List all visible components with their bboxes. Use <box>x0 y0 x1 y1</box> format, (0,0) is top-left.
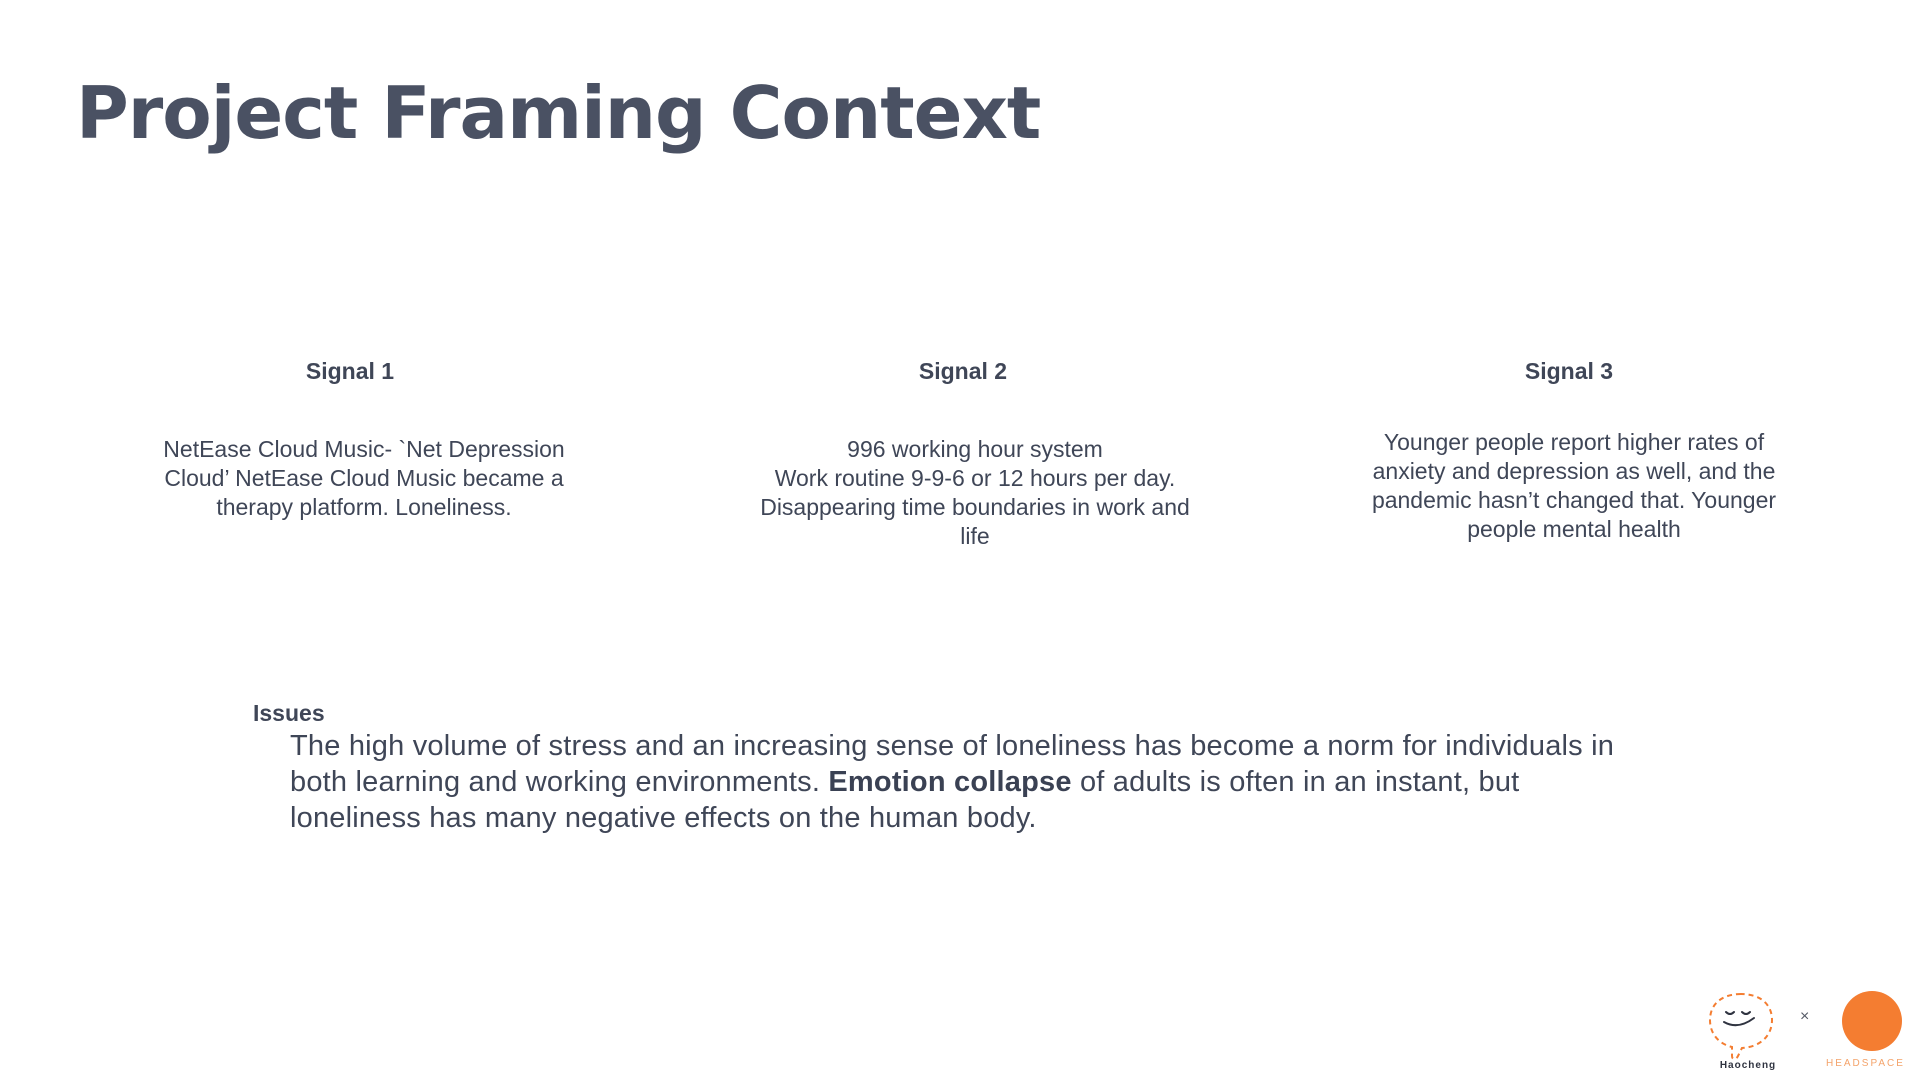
issues-emphasis: Emotion collapse <box>828 766 1072 798</box>
signal-2-heading: Signal 2 <box>918 358 1008 384</box>
logo-separator: × <box>1800 1008 1810 1025</box>
sleeping-face-bubble-icon <box>1706 990 1776 1070</box>
issues-heading: Issues <box>253 700 325 726</box>
issues-text-before: The high volume of stress and an increas… <box>290 730 1615 798</box>
issues-text-after: of adults is often in an instant, but lo… <box>290 766 1520 834</box>
signal-2-body: 996 working hour system Work routine 9-9… <box>760 436 1190 549</box>
signal-3-heading: Signal 3 <box>1524 358 1614 384</box>
headspace-logo-label: HEADSPACE <box>1826 1058 1905 1069</box>
page-title: Project Framing Context <box>76 71 1041 155</box>
orange-circle-icon <box>1842 991 1902 1051</box>
haocheng-logo-label: Haocheng <box>1719 1060 1777 1071</box>
signal-1-heading: Signal 1 <box>305 358 395 384</box>
signal-1-body: NetEase Cloud Music- `Net Depression Clo… <box>163 436 565 520</box>
signal-3-body: Younger people report higher rates of an… <box>1371 429 1777 542</box>
issues-paragraph: The high volume of stress and an increas… <box>290 728 1650 836</box>
